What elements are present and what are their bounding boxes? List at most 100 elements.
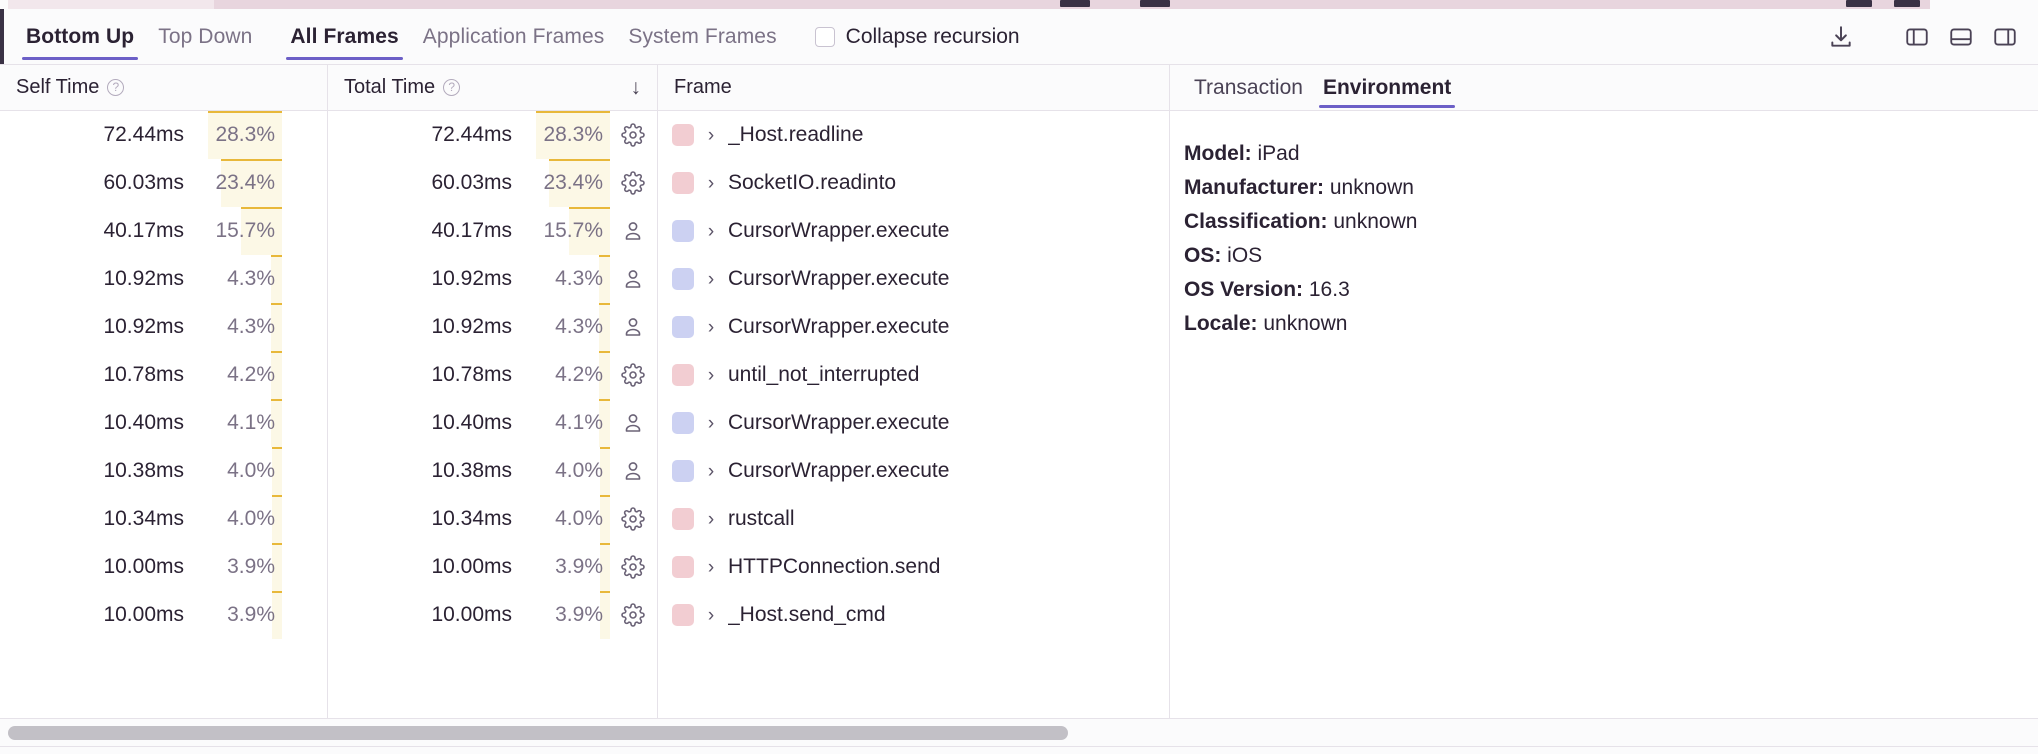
gear-icon[interactable] [610,123,656,147]
percent-label: 3.9% [227,555,275,578]
person-icon[interactable] [610,411,656,435]
gear-icon[interactable] [610,363,656,387]
frame-row[interactable]: ›HTTPConnection.send [658,543,1169,591]
gear-icon[interactable] [610,171,656,195]
column-header-frame[interactable]: Frame [658,65,1169,110]
column-header-total-time[interactable]: Total Time ? ↓ [328,65,658,110]
tab-bottom-up[interactable]: Bottom Up [14,9,146,64]
frame-row[interactable]: ›CursorWrapper.execute [658,303,1169,351]
person-icon[interactable] [610,459,656,483]
panel-bottom-icon[interactable] [1944,20,1978,54]
percent-label: 3.9% [555,555,603,578]
person-icon[interactable] [610,315,656,339]
chevron-right-icon[interactable]: › [707,604,715,626]
toolbar-icon-group [1824,9,2038,64]
percent-label: 28.3% [215,123,275,146]
environment-key: Manufacturer: [1184,176,1325,199]
horizontal-scrollbar-thumb[interactable] [8,725,1068,740]
environment-value: 16.3 [1303,278,1350,301]
frame-row[interactable]: ›CursorWrapper.execute [658,447,1169,495]
collapse-recursion-checkbox[interactable] [814,26,835,47]
total-time-percent: 3.9% [528,543,610,591]
frame-row[interactable]: ›_Host.readline [658,111,1169,159]
panel-left-icon[interactable] [1900,20,1934,54]
frame-row[interactable]: ›_Host.send_cmd [658,591,1169,639]
panel-right-icon[interactable] [1988,20,2022,54]
gear-icon[interactable] [610,555,656,579]
frame-row[interactable]: ›rustcall [658,495,1169,543]
frame-color-swatch [672,412,694,434]
person-icon[interactable] [610,219,656,243]
percent-label: 4.0% [227,507,275,530]
tab-transaction[interactable]: Transaction [1184,65,1313,110]
help-icon[interactable]: ? [107,79,125,96]
chevron-right-icon[interactable]: › [707,124,715,146]
tab-system-frames[interactable]: System Frames [616,9,788,64]
frame-row[interactable]: ›CursorWrapper.execute [658,207,1169,255]
tab-all-frames[interactable]: All Frames [278,9,410,64]
gear-icon[interactable] [610,603,656,627]
chevron-right-icon[interactable]: › [707,316,715,338]
download-icon[interactable] [1824,20,1858,54]
frame-row[interactable]: › CursorWrapper.execute [658,255,1169,303]
chevron-right-icon[interactable]: › [707,172,715,194]
person-icon[interactable] [610,267,656,291]
chevron-right-icon[interactable]: › [707,364,715,386]
frame-row[interactable]: ›CursorWrapper.execute [658,399,1169,447]
percent-bar [271,399,282,447]
column-header-self-time[interactable]: Self Time ? [0,65,328,110]
panel-body: Self Time ? Total Time ? ↓ Frame 72.44ms… [0,65,2038,718]
gear-icon[interactable] [610,507,656,531]
chevron-right-icon[interactable]: › [707,268,715,290]
chevron-right-icon[interactable]: › [707,460,715,482]
percent-bar [600,591,610,639]
environment-key: OS: [1184,244,1222,267]
chevron-right-icon[interactable]: › [707,220,715,242]
tab-top-down[interactable]: Top Down [146,9,264,64]
frame-name: CursorWrapper.execute [728,267,950,290]
horizontal-scrollbar-track[interactable] [4,725,1516,740]
frame-row[interactable]: ›until_not_interrupted [658,351,1169,399]
frame-row[interactable]: ›SocketIO.readinto [658,159,1169,207]
percent-label: 4.2% [555,363,603,386]
chevron-right-icon[interactable]: › [707,412,715,434]
collapse-recursion-toggle[interactable]: Collapse recursion [814,9,1020,64]
total-time-value: 10.38ms [431,459,512,482]
self-time-percent: 4.0% [200,447,282,495]
percent-label: 4.3% [555,267,603,290]
chevron-right-icon[interactable]: › [707,508,715,530]
sort-descending-icon[interactable]: ↓ [630,76,642,99]
tab-environment[interactable]: Environment [1313,65,1461,110]
percent-bar [221,159,282,207]
environment-value: iOS [1221,244,1263,267]
total-time-percent: 28.3% [528,111,610,159]
environment-value: iPad [1251,142,1300,165]
chevron-right-icon[interactable]: › [707,556,715,578]
help-icon[interactable]: ? [443,79,461,96]
tab-application-frames[interactable]: Application Frames [411,9,617,64]
percent-bar [272,447,282,495]
